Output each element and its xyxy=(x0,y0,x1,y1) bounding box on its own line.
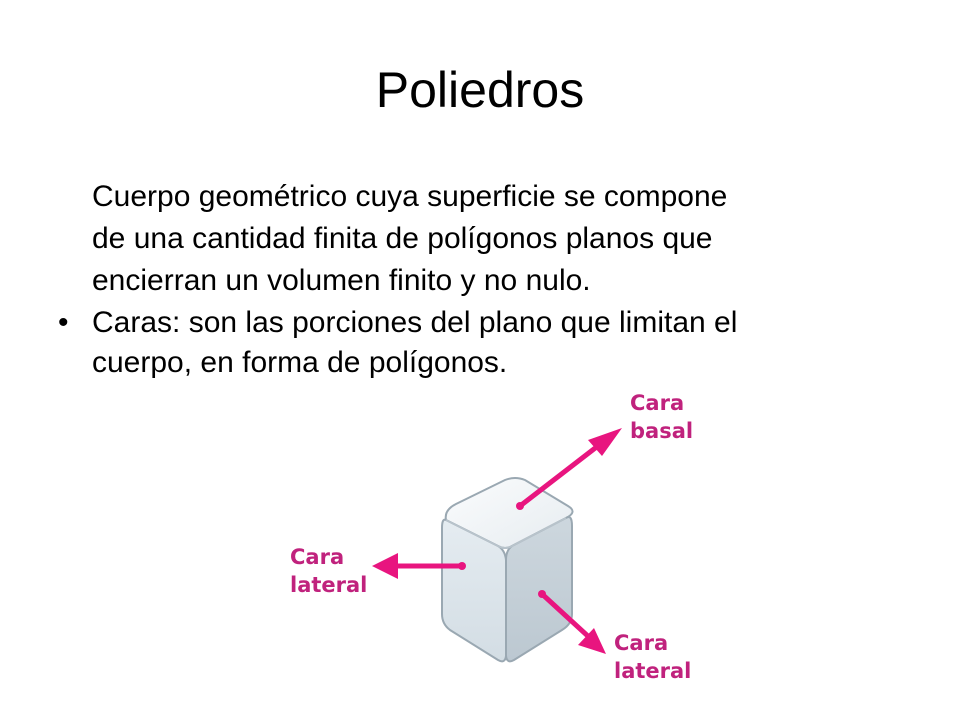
bullet-line: cuerpo, en forma de polígonos. xyxy=(92,346,508,379)
cube-right-face xyxy=(505,516,573,663)
slide-title: Poliedros xyxy=(375,62,585,118)
arrow-basal-icon xyxy=(516,428,622,510)
label-line: basal xyxy=(630,419,693,443)
label-cara-lateral-bottom: Cara lateral xyxy=(614,631,691,683)
label-line: Cara xyxy=(614,631,668,655)
intro-line: encierran un volumen finito y no nulo. xyxy=(92,264,591,297)
label-line: lateral xyxy=(614,659,691,683)
arrow-lateral-bottom-icon xyxy=(538,590,606,654)
intro-line: de una cantidad finita de polígonos plan… xyxy=(92,222,713,255)
cube-icon xyxy=(441,477,574,663)
intro-line: Cuerpo geométrico cuya superficie se com… xyxy=(92,180,728,213)
bullet-line: Caras: son las porciones del plano que l… xyxy=(92,306,738,339)
label-line: Cara xyxy=(630,391,684,415)
bullet-text: Caras: son las porciones del plano que l… xyxy=(92,303,912,383)
cube-left-face xyxy=(441,518,507,663)
bullet-marker: • xyxy=(58,306,69,339)
arrow-lateral-left-icon xyxy=(372,553,466,579)
label-line: Cara xyxy=(290,545,344,569)
label-cara-lateral-left: Cara lateral xyxy=(290,545,367,597)
label-cara-basal: Cara basal xyxy=(630,391,693,443)
intro-paragraph: Cuerpo geométrico cuya superficie se com… xyxy=(92,176,912,302)
label-line: lateral xyxy=(290,573,367,597)
